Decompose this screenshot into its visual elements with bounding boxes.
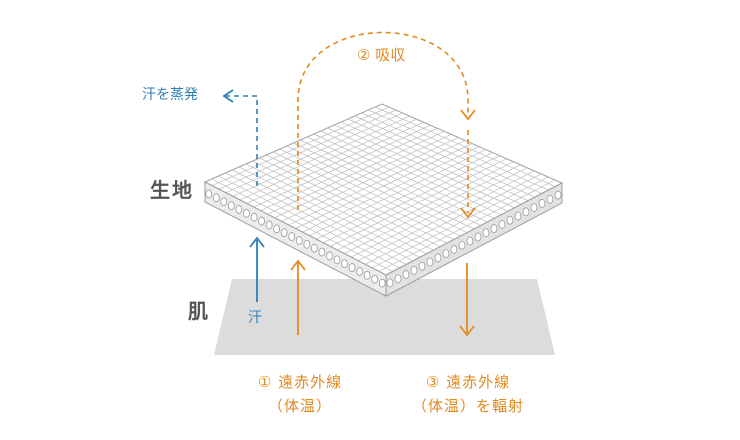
fabric-grid-line — [309, 149, 486, 236]
body-temp-3-label: （体温）を輻射 — [411, 397, 525, 415]
sweat-label: 汗 — [248, 310, 262, 326]
fabric-edge-hole — [394, 274, 402, 284]
fabric-edge-hole — [474, 232, 482, 242]
fabric-grid-line — [330, 158, 507, 247]
fabric-grid-line — [341, 121, 522, 205]
fabric-edge-hole — [506, 215, 514, 225]
fabric-grid-line — [375, 106, 556, 187]
fabric-edge-hole — [303, 239, 311, 249]
fabric-edge-hole — [326, 251, 333, 261]
fabric-edge-hole — [554, 190, 562, 200]
fabric-edge-hole — [356, 267, 364, 276]
fabric-grid-line — [361, 112, 542, 194]
fabric-grid-line — [347, 118, 529, 202]
fabric-edge-hole — [514, 211, 522, 221]
fabric-edge-hole — [378, 278, 386, 288]
fabric-edge-hole — [538, 199, 546, 208]
fabric-edge-hole — [482, 228, 490, 238]
fabric-edge-hole — [371, 274, 379, 284]
fabric-edge-hole — [295, 236, 303, 245]
fabric-grid-line — [306, 136, 488, 223]
fabric-edge-hole — [265, 220, 273, 230]
fabric-grid-line — [344, 164, 521, 254]
skin-label: 肌 — [188, 299, 210, 323]
fabric-edge-hole — [235, 205, 243, 214]
fabric-edge-hole — [310, 243, 318, 253]
fabric-grid — [211, 106, 556, 272]
fabric-label: 生地 — [150, 178, 194, 202]
fabric-edge-hole — [243, 208, 250, 218]
fabric-edge-hole — [546, 194, 554, 204]
fabric-edge-hole — [410, 265, 418, 275]
fabric-edge-hole — [348, 263, 356, 272]
fabric-edge-hole — [418, 261, 426, 271]
skin-plane — [214, 279, 555, 355]
absorb-arc-arrowhead — [460, 109, 476, 121]
fabric-edge-hole — [530, 203, 538, 213]
fabric-grid-line — [334, 124, 515, 209]
fabric-grid-line — [364, 173, 542, 265]
fabric-edge-hole — [333, 255, 341, 265]
fabric-grid-line — [354, 115, 536, 198]
fabric-edge-hole — [450, 245, 458, 254]
infrared-3-label: ③ 遠赤外線 — [425, 373, 511, 391]
fabric-edge-hole — [220, 197, 228, 207]
fabric-holes — [205, 189, 562, 288]
fabric-edge-hole — [522, 207, 530, 217]
evaporate-arrowhead — [222, 89, 234, 103]
fabric-edge-hole — [227, 201, 235, 210]
fabric-grid-line — [378, 179, 556, 272]
fabric-grid-line — [316, 152, 493, 240]
evaporate-label: 汗を蒸発 — [142, 87, 198, 103]
fabric-edge-hole — [212, 193, 220, 203]
evaporate-arrow — [226, 95, 258, 186]
fabric-edge-hole — [341, 259, 348, 269]
fabric-grid-line — [295, 143, 473, 229]
fabric-edge-hole — [280, 228, 288, 238]
fabric-edge-hole — [386, 278, 394, 288]
fabric-edge-hole — [442, 249, 450, 259]
fabric-edge-hole — [402, 270, 410, 279]
fabric-front-right-side — [385, 182, 563, 297]
fabric-grid-line — [323, 155, 500, 244]
fabric-edge-hole — [273, 224, 281, 234]
fabric-slab — [203, 103, 564, 297]
fabric-grid-line — [357, 170, 535, 262]
absorb-down-arrowhead — [460, 207, 476, 219]
fabric-edge-hole — [318, 247, 326, 257]
fabric-edge-hole — [250, 212, 258, 222]
absorb-label: ② 吸収 — [357, 46, 406, 64]
fabric-edge-hole — [498, 219, 506, 229]
fabric-edge-hole — [258, 216, 265, 226]
radiate-down-arrowhead — [459, 325, 475, 337]
fabric-edge-hole — [458, 240, 466, 250]
fabric-edge-hole — [288, 232, 296, 241]
infrared-up-arrowhead — [290, 259, 306, 271]
fabric-grid-line — [327, 127, 508, 212]
fabric-edge-hole — [490, 224, 498, 233]
fabric-grid-line — [302, 146, 480, 233]
fabric-grid-line — [368, 109, 549, 191]
fabric-grid-line — [320, 130, 502, 216]
fabric-edge-hole — [434, 253, 442, 263]
fabric-edge-hole — [363, 270, 371, 280]
fabric-edge-hole — [466, 236, 474, 246]
absorb-arc-arrow — [297, 31, 469, 210]
fabric-edge-hole — [205, 189, 213, 199]
fabric-grid-line — [351, 167, 528, 258]
fabric-grid-line — [313, 133, 495, 219]
body-temp-1-label: （体温） — [267, 397, 333, 415]
fabric-grid-line — [300, 139, 481, 226]
fabric-edge-hole — [426, 257, 434, 267]
infrared-1-label: ① 遠赤外線 — [257, 373, 343, 391]
sweat-up-arrowhead — [249, 236, 265, 248]
fabric-grid-line — [337, 161, 514, 251]
fabric-grid-line — [371, 176, 549, 269]
